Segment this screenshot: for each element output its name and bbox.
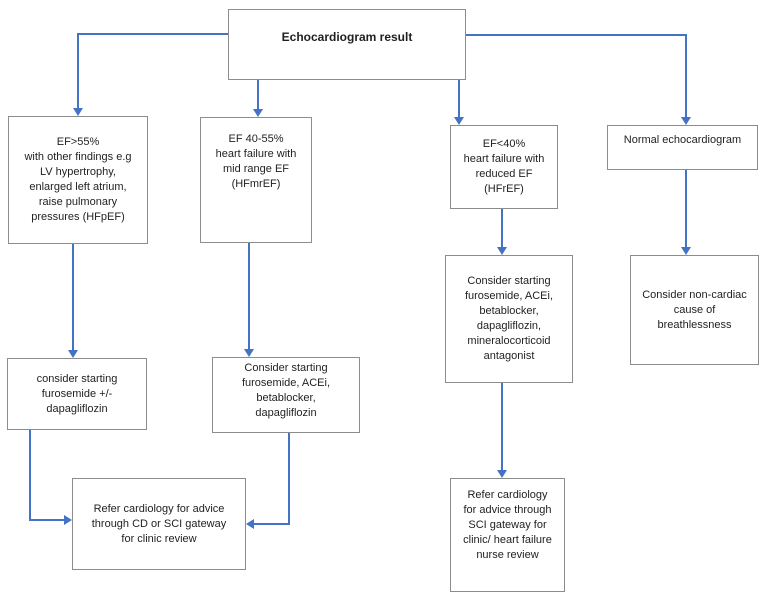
node-normal-echocardiogram: Normal echocardiogram bbox=[607, 125, 758, 170]
connector-normal-to-noncardiac-line bbox=[685, 170, 687, 247]
arrowhead-down-icon bbox=[681, 117, 691, 125]
connector-root-to-hfpef-line bbox=[77, 33, 79, 108]
connector-root-to-normal-line bbox=[685, 34, 687, 117]
arrowhead-down-icon bbox=[68, 350, 78, 358]
connector-rxhfmref-to-refer-line bbox=[288, 433, 290, 525]
connector-root-to-hfref-line bbox=[458, 80, 460, 117]
arrowhead-left-icon bbox=[246, 519, 254, 529]
arrowhead-down-icon bbox=[73, 108, 83, 116]
arrowhead-down-icon bbox=[253, 109, 263, 117]
node-refer-cardiology-clinic: Refer cardiology for advice through CD o… bbox=[72, 478, 246, 570]
connector-hfref-to-treatment-line bbox=[501, 209, 503, 247]
node-non-cardiac-cause: Consider non-cardiac cause of breathless… bbox=[630, 255, 759, 365]
arrowhead-down-icon bbox=[454, 117, 464, 125]
connector-root-to-hfpef-line bbox=[77, 33, 228, 35]
arrowhead-down-icon bbox=[497, 247, 507, 255]
connector-rxhfmref-to-refer-line bbox=[254, 523, 289, 525]
connector-rxhfpef-to-refer-line bbox=[29, 430, 31, 521]
node-refer-cardiology-hf-nurse: Refer cardiology for advice through SCI … bbox=[450, 478, 565, 592]
arrowhead-down-icon bbox=[244, 349, 254, 357]
node-treatment-hfref: Consider starting furosemide, ACEi, beta… bbox=[445, 255, 573, 383]
node-hfpef: EF>55% with other findings e.g LV hypert… bbox=[8, 116, 148, 244]
arrowhead-right-icon bbox=[64, 515, 72, 525]
arrowhead-down-icon bbox=[497, 470, 507, 478]
connector-rxhfpef-to-refer-line bbox=[29, 519, 64, 521]
connector-root-to-hfmref-line bbox=[257, 80, 259, 109]
node-treatment-hfmref: Consider starting furosemide, ACEi, beta… bbox=[212, 357, 360, 433]
connector-hfmref-to-treatment-line bbox=[248, 243, 250, 349]
node-hfmref: EF 40-55% heart failure with mid range E… bbox=[200, 117, 312, 243]
node-hfref: EF<40% heart failure with reduced EF (HF… bbox=[450, 125, 558, 209]
node-treatment-hfpef: consider starting furosemide +/- dapagli… bbox=[7, 358, 147, 430]
connector-root-to-normal-line bbox=[466, 34, 686, 36]
connector-hfpef-to-treatment-line bbox=[72, 244, 74, 350]
arrowhead-down-icon bbox=[681, 247, 691, 255]
connector-rxhfref-to-referhf-line bbox=[501, 383, 503, 470]
node-echocardiogram-result: Echocardiogram result bbox=[228, 9, 466, 80]
